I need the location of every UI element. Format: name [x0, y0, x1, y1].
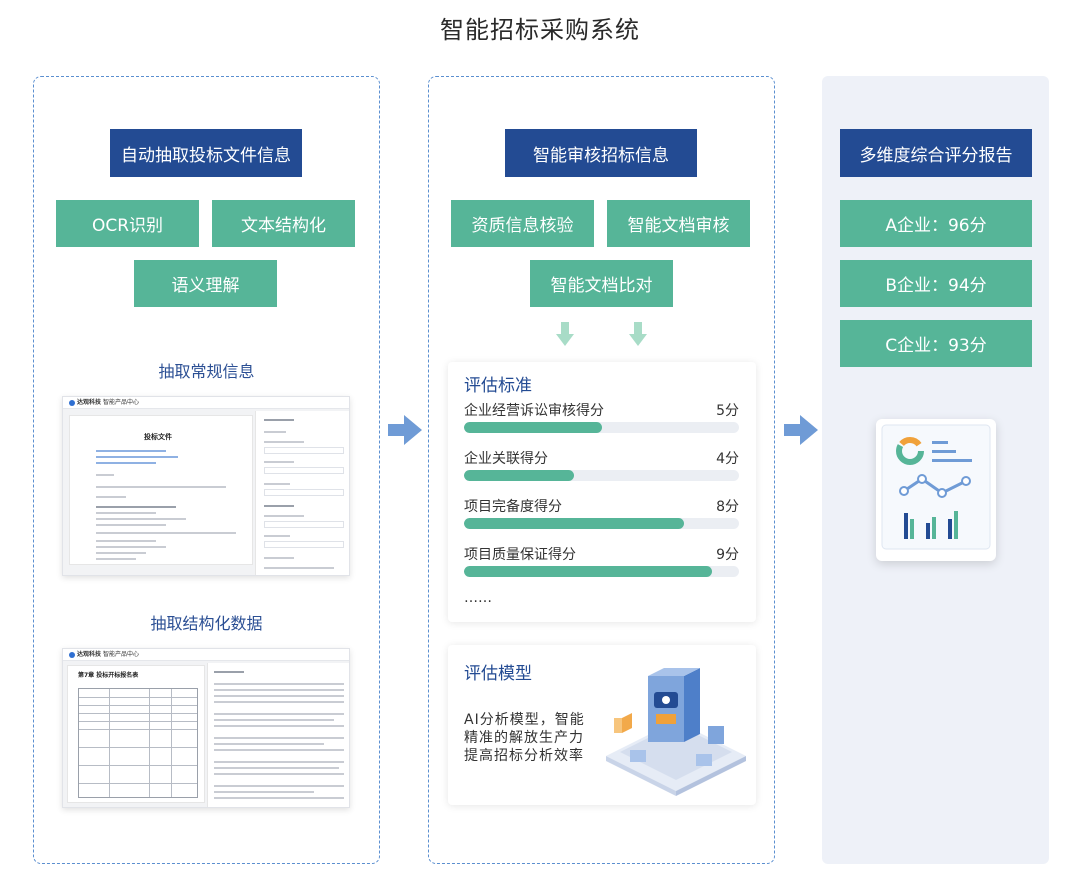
- criteria-score: 4分: [716, 451, 739, 467]
- criteria-score: 9分: [716, 547, 739, 563]
- criteria-progress-track: [464, 518, 739, 529]
- criteria-label: 项目完备度得分: [464, 499, 562, 515]
- result-company-a: A企业：96分: [840, 200, 1032, 247]
- down-arrow-icon: [629, 322, 647, 346]
- model-title: 评估模型: [464, 664, 532, 684]
- chip-document-compare: 智能文档比对: [530, 260, 673, 307]
- model-line: AI分析模型，智能: [464, 712, 585, 728]
- structured-table-preview: 达观科技 智能产品中心 第7章 投标开标报名表: [62, 648, 350, 808]
- report-card: [876, 419, 996, 561]
- chip-semantic-understanding: 语义理解: [134, 260, 277, 307]
- section-regular-info: 抽取常规信息: [158, 362, 255, 381]
- report-header: 多维度综合评分报告: [840, 129, 1032, 177]
- brand-logo-icon: [69, 399, 75, 406]
- ai-model-illustration: [606, 668, 746, 796]
- doc-toolbar: 达观科技 智能产品中心: [63, 397, 349, 409]
- chip-qualification-check: 资质信息核验: [451, 200, 594, 247]
- doc-side-form: [255, 411, 349, 575]
- criteria-progress-fill: [464, 422, 602, 433]
- right-arrow-icon: [388, 415, 422, 445]
- criteria-title: 评估标准: [464, 376, 532, 396]
- criteria-progress-fill: [464, 566, 712, 577]
- criteria-label: 企业关联得分: [464, 451, 548, 467]
- doc-brand: 达观科技: [77, 399, 102, 406]
- chip-ocr: OCR识别: [56, 200, 199, 247]
- right-arrow-icon: [784, 415, 818, 445]
- result-company-c: C企业：93分: [840, 320, 1032, 367]
- section-structured-data: 抽取结构化数据: [150, 614, 263, 633]
- model-line: 提高招标分析效率: [464, 748, 584, 764]
- criteria-score: 5分: [716, 403, 739, 419]
- doc-app-name: 智能产品中心: [102, 399, 139, 406]
- criteria-card: [448, 362, 756, 622]
- audit-header: 智能审核招标信息: [505, 129, 697, 177]
- model-line: 精准的解放生产力: [464, 730, 584, 746]
- chip-text-structuring: 文本结构化: [212, 200, 355, 247]
- data-table: [78, 688, 198, 798]
- criteria-progress-fill: [464, 470, 574, 481]
- criteria-label: 项目质量保证得分: [464, 547, 576, 563]
- doc-toolbar: 达观科技 智能产品中心: [63, 649, 349, 661]
- chip-document-review: 智能文档审核: [607, 200, 750, 247]
- down-arrow-icon: [556, 322, 574, 346]
- criteria-label: 企业经营诉讼审核得分: [464, 403, 604, 419]
- doc-app-name: 智能产品中心: [102, 651, 139, 658]
- criteria-more: ……: [464, 590, 492, 606]
- report-chart-icon: [881, 424, 991, 550]
- doc-title: 第7章 投标开标报名表: [78, 672, 139, 679]
- doc-title: 投标文件: [144, 433, 172, 441]
- criteria-score: 8分: [716, 499, 739, 515]
- extraction-header: 自动抽取投标文件信息: [110, 129, 302, 177]
- brand-logo-icon: [69, 651, 75, 658]
- page-title: 智能招标采购系统: [440, 16, 640, 44]
- result-company-b: B企业：94分: [840, 260, 1032, 307]
- doc-side-form: [207, 663, 349, 807]
- criteria-progress-track: [464, 566, 739, 577]
- criteria-progress-fill: [464, 518, 684, 529]
- bid-document-preview: 达观科技 智能产品中心 投标文件: [62, 396, 350, 576]
- doc-page: 投标文件: [69, 415, 253, 565]
- criteria-progress-track: [464, 470, 739, 481]
- model-description: AI分析模型，智能 精准的解放生产力 提高招标分析效率: [464, 711, 585, 765]
- criteria-progress-track: [464, 422, 739, 433]
- doc-brand: 达观科技: [77, 651, 102, 658]
- doc-page: 第7章 投标开标报名表: [67, 665, 205, 803]
